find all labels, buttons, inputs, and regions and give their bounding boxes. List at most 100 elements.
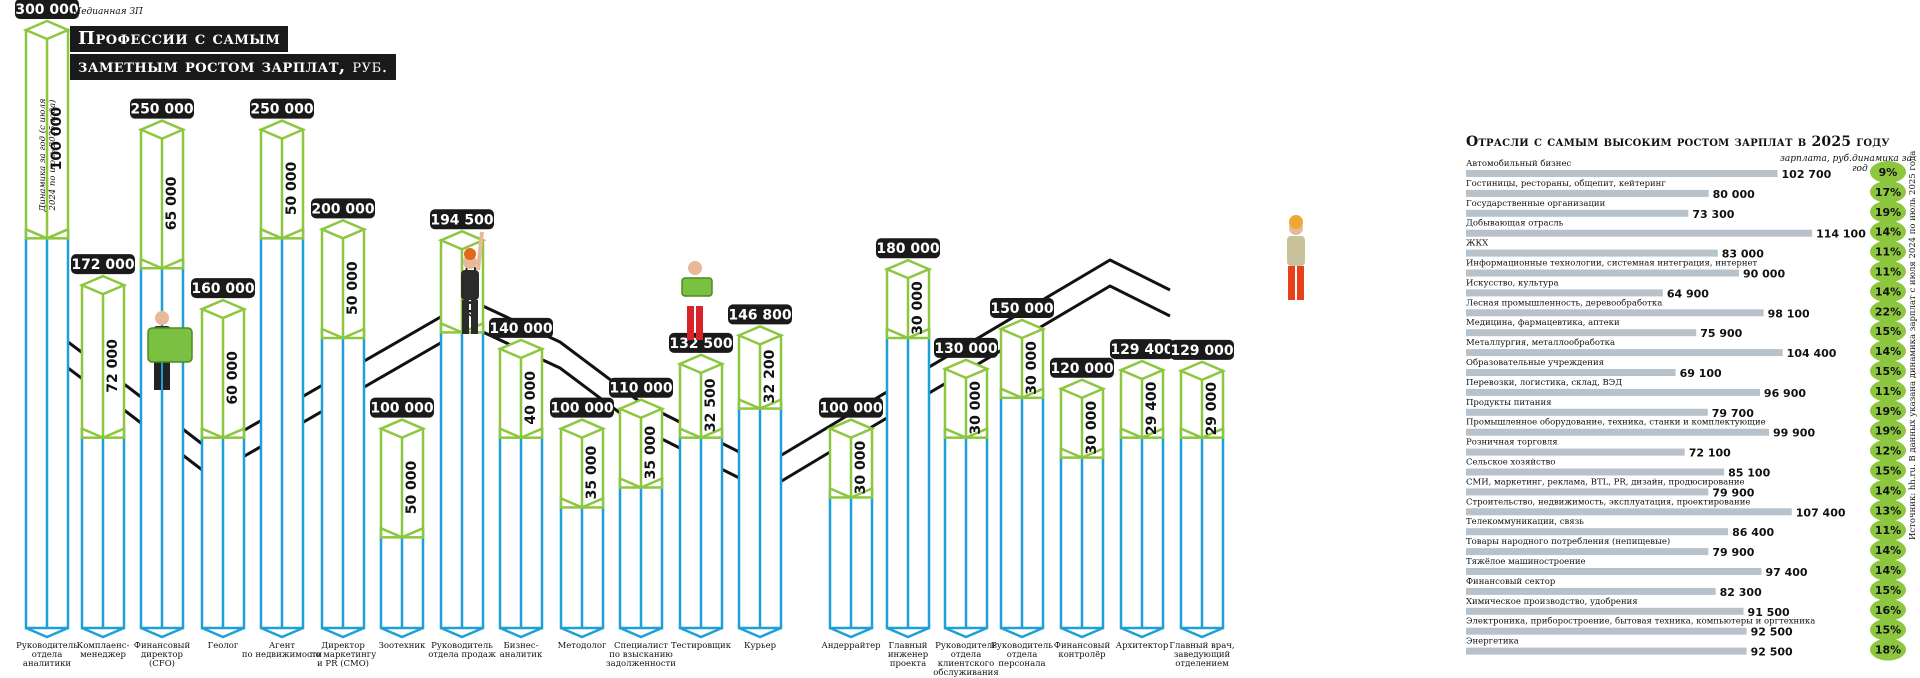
industry-label: Автомобильный бизнес: [1466, 158, 1571, 169]
base-bar-bottom: [81, 626, 125, 639]
median-badge: [876, 238, 940, 259]
median-badge: [71, 254, 135, 275]
industry-dynamics: 14%: [1875, 345, 1901, 358]
base-bar-bottom: [560, 626, 604, 639]
industry-bar: [1466, 587, 1716, 595]
category-label: Комплаенс-: [77, 641, 130, 651]
dynamics-badge: [1870, 598, 1906, 621]
dynamics-badge: [1870, 180, 1906, 203]
industry-bar: [1466, 388, 1760, 396]
industry-dynamics: 17%: [1875, 186, 1901, 199]
growth-label: 32 500: [703, 378, 719, 432]
industry-salary: 79 900: [1712, 486, 1754, 499]
growth-label: 100 000: [49, 107, 65, 171]
industry-salary: 73 300: [1692, 208, 1734, 221]
dynamics-badge: [1870, 399, 1906, 422]
industry-salary: 99 900: [1773, 427, 1815, 440]
leg: [1297, 266, 1304, 300]
leg: [1288, 266, 1295, 300]
industry-bar: [1466, 448, 1685, 456]
industry-salary: 64 900: [1667, 287, 1709, 300]
median-badge: [609, 377, 673, 398]
industry-dynamics: 11%: [1875, 266, 1901, 279]
median-label: 100 000: [819, 401, 883, 417]
industry-bar: [1466, 508, 1792, 516]
dynamics-badge: [1870, 578, 1906, 601]
category-label: проекта: [890, 659, 926, 669]
dynamics-column-header: динамика за год: [1852, 154, 1912, 174]
dynamics-badge: [1870, 559, 1906, 581]
industry-dynamics: 19%: [1875, 405, 1901, 418]
growth-label: 30 000: [1084, 401, 1100, 455]
median-badge: [819, 397, 883, 418]
growth-bar-top: [1117, 359, 1167, 381]
growth-label: 29 000: [1204, 382, 1220, 436]
money-stack-icon: [681, 277, 713, 297]
source-note: Источник: hh.ru. В данных указана динами…: [1908, 150, 1918, 540]
industry-bar: [1466, 369, 1676, 376]
category-label: (CFO): [149, 658, 175, 669]
median-badge: [1110, 339, 1174, 360]
growth-label: 29 400: [1144, 381, 1160, 435]
industry-label: Химическое производство, удобрения: [1466, 596, 1638, 607]
dynamics-badge: [1870, 300, 1906, 323]
median-badge: [1050, 357, 1114, 378]
median-badge: [990, 298, 1054, 318]
salary-column-header: зарплата, руб.: [1780, 154, 1852, 164]
industry-bar: [1466, 170, 1778, 177]
median-badge: [430, 209, 494, 230]
growth-bar-top: [557, 418, 607, 440]
category-label: по маркетингу: [310, 650, 376, 660]
industry-bar: [1466, 408, 1708, 416]
leg: [163, 356, 170, 390]
industry-bar: [1466, 428, 1770, 436]
leg: [471, 300, 478, 334]
median-badge: [1170, 339, 1234, 360]
median-label: 200 000: [311, 201, 375, 217]
category-label: Зоотехник: [379, 641, 426, 651]
industry-label: Энергетика: [1466, 637, 1519, 647]
leg: [696, 306, 703, 340]
industry-label: Телекоммуникации, связь: [1466, 517, 1584, 527]
category-label: отделением: [1175, 659, 1229, 669]
industry-dynamics: 14%: [1875, 285, 1901, 298]
industry-bar: [1466, 329, 1697, 337]
title-line-2: заметным ростом зарплат, руб.: [70, 54, 396, 80]
industry-label: Строительство, недвижимость, эксплуатаци…: [1466, 497, 1750, 507]
median-badge: [489, 317, 553, 338]
industry-bar: [1466, 249, 1718, 257]
dynamics-label: Динамика за год (с июля 2024 по июль 202…: [38, 98, 58, 212]
industry-bar: [1466, 309, 1764, 317]
base-bar-bottom: [380, 626, 424, 639]
base-bar-bottom: [738, 626, 782, 639]
decorative-figures: [147, 215, 1305, 390]
category-label: Руководитель: [935, 641, 997, 651]
median-label: 194 500: [430, 212, 494, 228]
category-label: Методолог: [558, 641, 607, 651]
industry-dynamics: 15%: [1875, 365, 1901, 378]
median-label: 100 000: [370, 401, 434, 417]
median-badge: [934, 337, 998, 358]
industry-row: Товары народного потребления (непищевые)…: [1466, 536, 1906, 562]
category-label: аналитики: [23, 659, 72, 669]
median-badge: [370, 397, 434, 418]
median-label: 160 000: [191, 281, 255, 297]
industry-salary: 92 500: [1751, 646, 1793, 659]
title-unit: руб.: [352, 56, 388, 77]
median-badge: [311, 198, 375, 219]
growth-bar-top: [1057, 378, 1107, 400]
industry-row: Гостиницы, рестораны, общепит, кейтеринг…: [1466, 178, 1906, 203]
base-bar-bottom: [1060, 626, 1104, 639]
category-label: Андеррайтер: [821, 641, 881, 651]
